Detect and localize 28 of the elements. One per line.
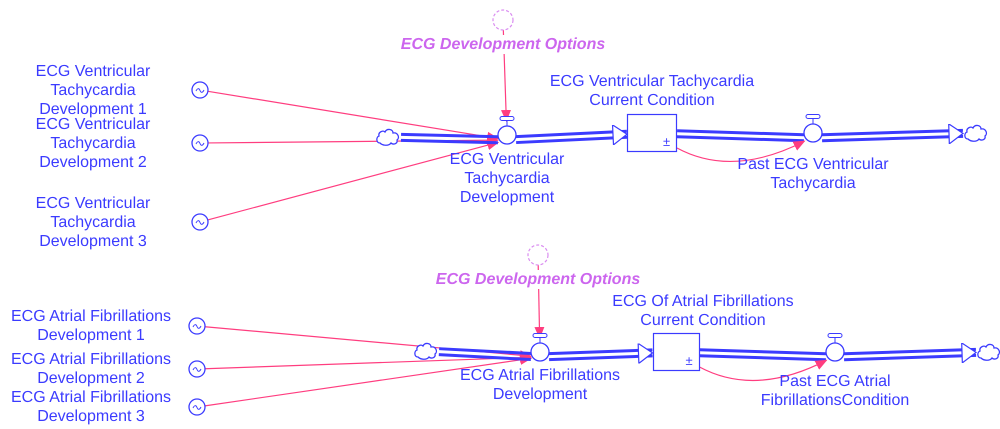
link-arrow — [208, 90, 500, 142]
flow-pipe — [399, 132, 500, 144]
link-arrow — [204, 354, 532, 406]
node-label: ECG Ventricular Tachycardia Development 2 — [34, 116, 152, 172]
node-label: ECG Ventricular Tachycardia Development 1 — [34, 62, 152, 118]
flow-pipe — [842, 342, 978, 364]
node-label: ECG Atrial Fibrillations Development 1 — [10, 307, 172, 345]
flow-pipe — [514, 124, 629, 146]
node-label: ECG Atrial Fibrillations Development — [458, 366, 622, 404]
node-label: ECG Ventricular Tachycardia Development — [448, 150, 566, 207]
flow-pipe — [698, 348, 828, 362]
node-label: Past ECG Atrial FibrillationsCondition — [760, 372, 910, 410]
node-label: ECG Ventricular Tachycardia Current Condition — [548, 72, 756, 110]
flow-pipe — [675, 129, 806, 142]
link-arrow — [204, 352, 532, 370]
flow-pipe — [820, 123, 965, 144]
link-arrow — [699, 360, 828, 381]
flow-pipe — [437, 347, 533, 362]
link-arrow — [676, 140, 806, 162]
node-label: ECG Ventricular Tachycardia Development 3 — [34, 194, 152, 250]
node-label: Past ECG Ventricular Tachycardia — [736, 155, 890, 193]
node-label: ECG Of Atrial Fibrillations Current Condition — [611, 292, 795, 330]
node-label: ECG Atrial Fibrillations Development 2 — [10, 350, 172, 388]
link-arrow — [208, 140, 500, 221]
sign-symbol: ± — [663, 135, 670, 149]
sign-symbol: ± — [686, 354, 693, 368]
flow-pipe — [547, 342, 654, 364]
node-label: ECG Atrial Fibrillations Development 3 — [10, 388, 172, 426]
